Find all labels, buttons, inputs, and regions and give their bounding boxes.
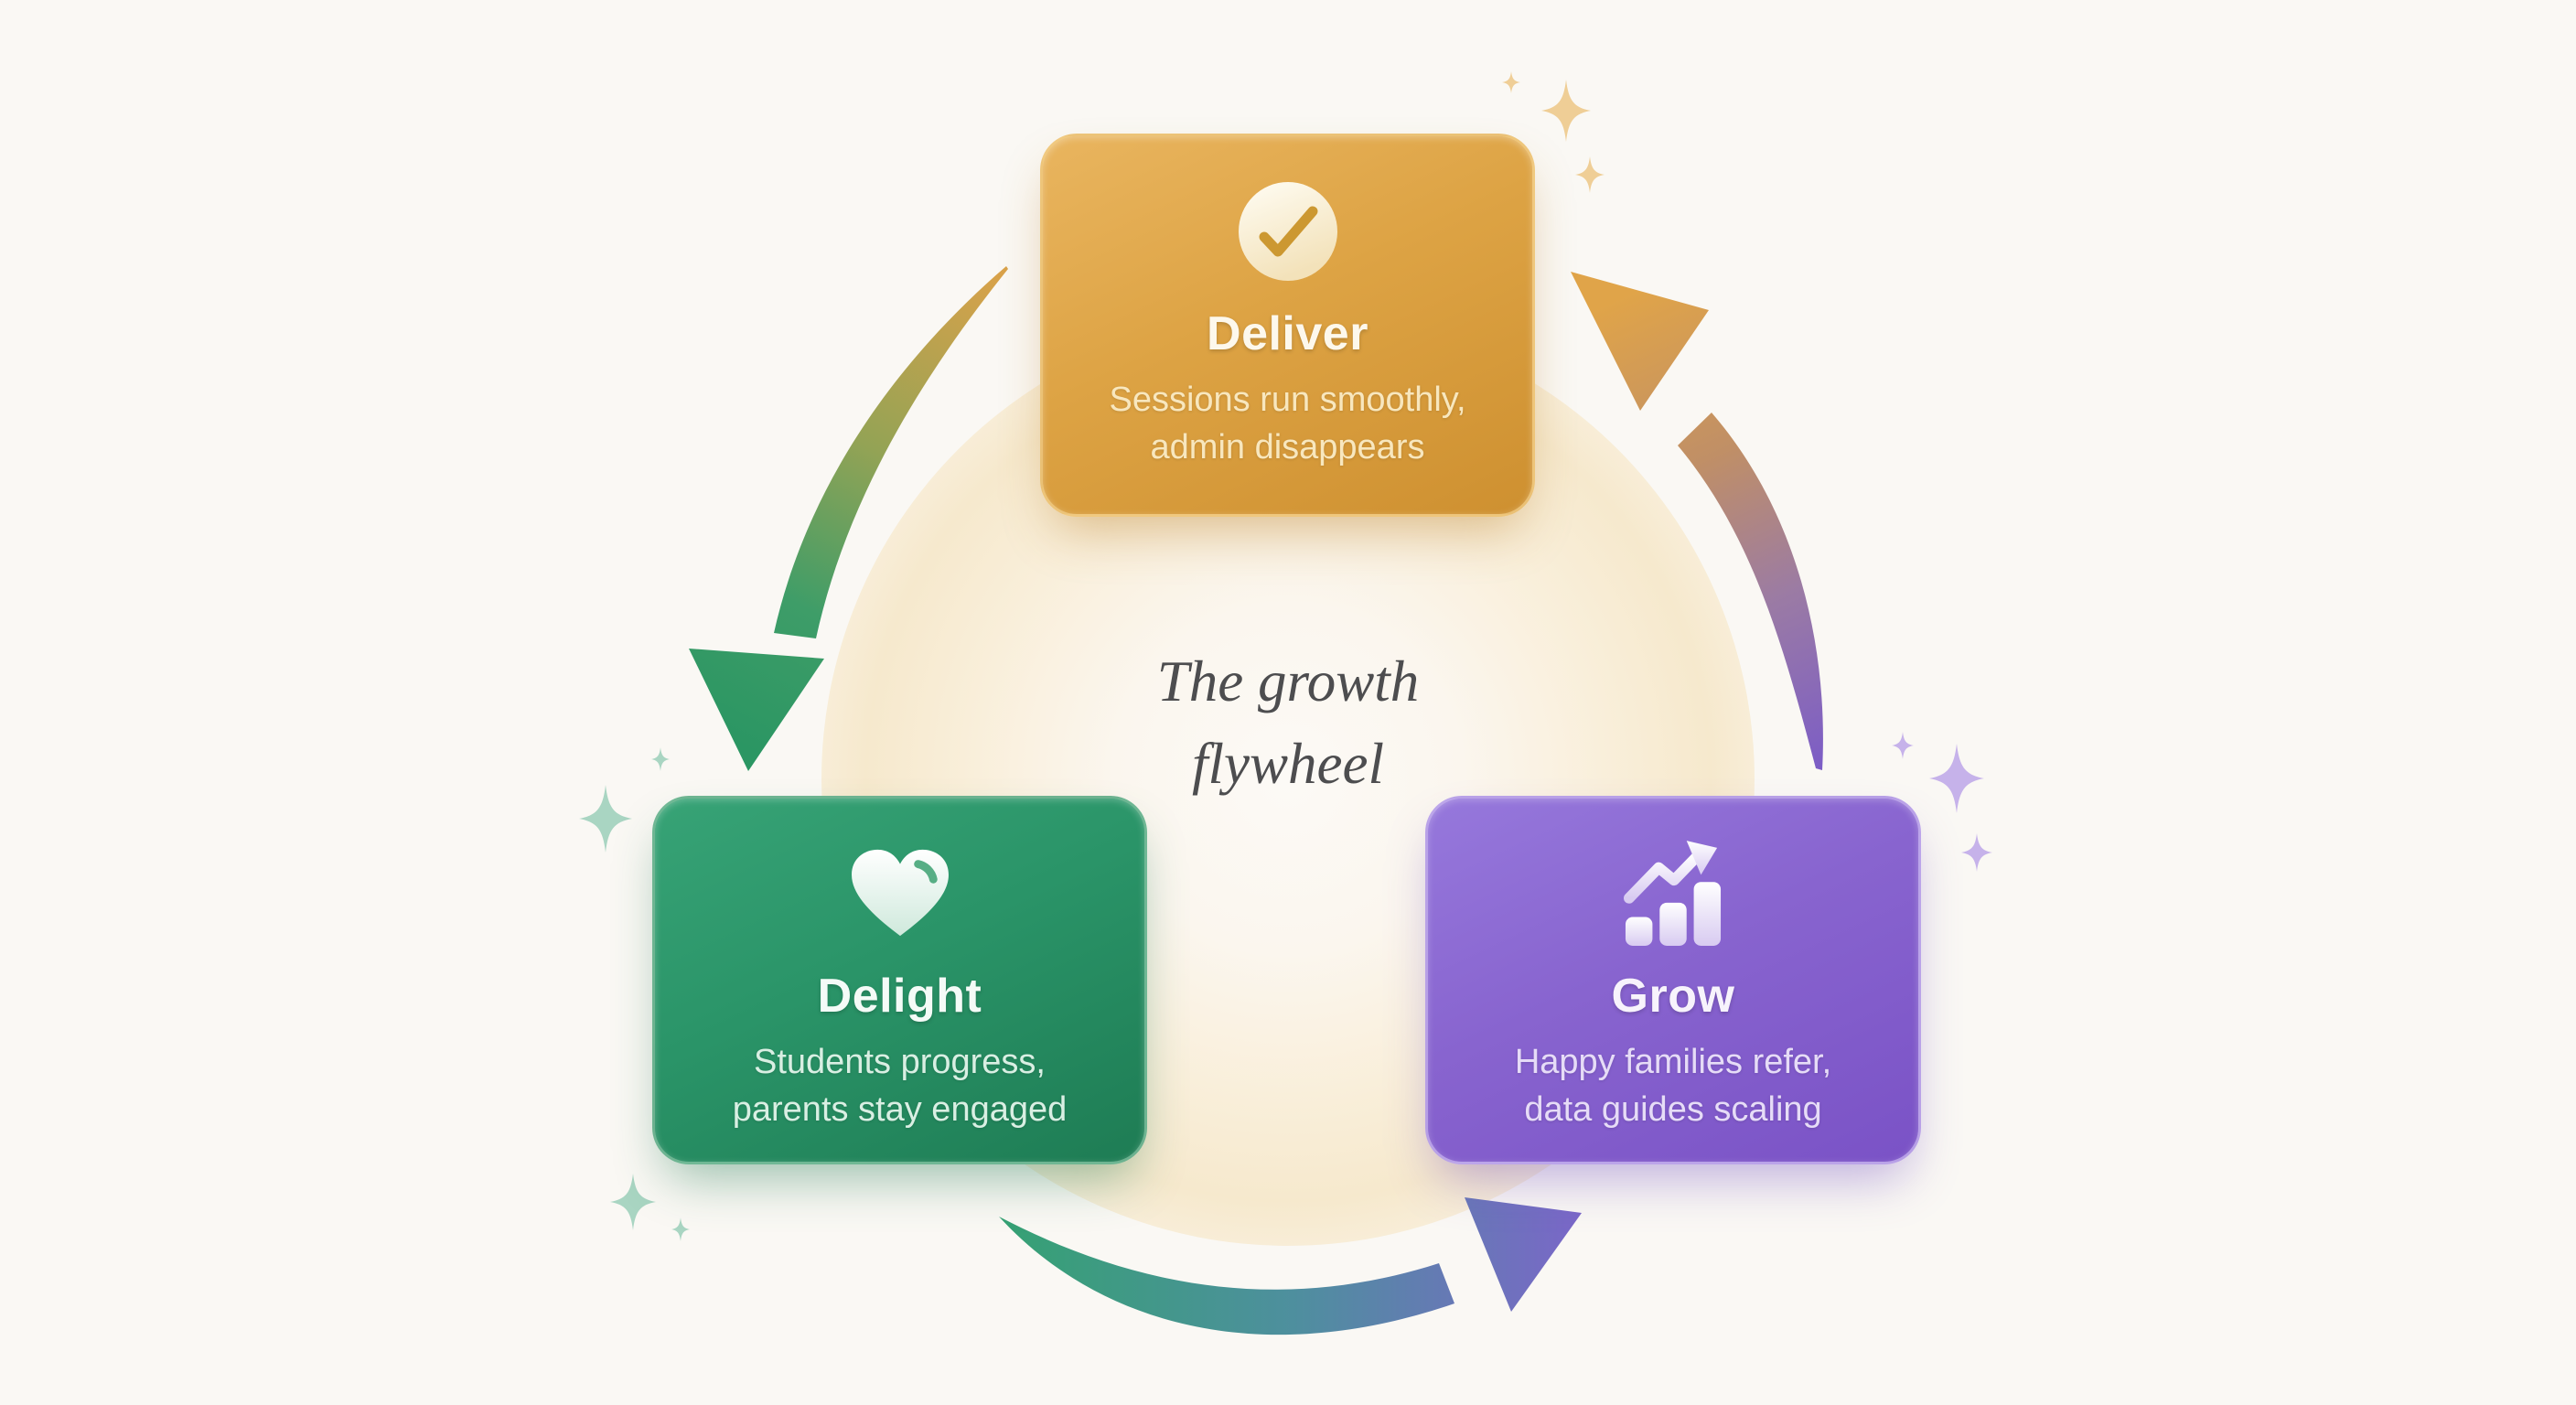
deliver-subtitle: Sessions run smoothly, admin disappears: [1109, 381, 1466, 467]
arrow-grow-to-deliver: [1571, 272, 1823, 770]
sparkle-icon: [1929, 744, 1984, 813]
delight-icon-wrap: [846, 839, 954, 949]
arrowhead-right-icon: [1465, 1197, 1582, 1312]
sparkle-icon: [579, 785, 632, 853]
sparkle-icon: [671, 1217, 690, 1241]
sparkle-icon: [1892, 732, 1914, 759]
center-label-line2: flywheel: [1192, 732, 1384, 796]
arrowhead-up-icon: [1571, 272, 1709, 411]
delight-card: Delight Students progress, parents stay …: [652, 796, 1147, 1164]
delight-title: Delight: [817, 970, 982, 1023]
deliver-title: Deliver: [1207, 307, 1368, 360]
grow-icon-wrap: [1624, 839, 1723, 949]
sparkle-icon: [610, 1174, 656, 1230]
sparkle-icon: [1541, 80, 1591, 142]
deliver-icon-wrap: [1237, 177, 1339, 286]
grow-subtitle: Happy families refer, data guides scalin…: [1514, 1043, 1832, 1129]
heart-icon: [851, 849, 949, 937]
deliver-card: Deliver Sessions run smoothly, admin dis…: [1040, 134, 1535, 517]
grow-title: Grow: [1611, 970, 1735, 1023]
delight-subtitle: Students progress, parents stay engaged: [732, 1043, 1068, 1129]
check-circle-icon: [1238, 182, 1337, 281]
arrow-deliver-to-delight: [689, 266, 1008, 771]
sparkle-icon: [1502, 71, 1520, 93]
arrowhead-down-icon: [689, 649, 824, 771]
sparkle-icon: [1961, 833, 1992, 872]
bar-chart-arrow-icon: [1624, 841, 1722, 946]
arrow-delight-to-grow: [999, 1197, 1582, 1335]
center-label-line1: The growth: [1156, 649, 1420, 713]
grow-card: Grow Happy families refer, data guides s…: [1425, 796, 1921, 1164]
flywheel-center-label: The growth flywheel: [968, 640, 1608, 805]
sparkle-icon: [1575, 156, 1605, 193]
sparkle-icon: [651, 747, 670, 771]
